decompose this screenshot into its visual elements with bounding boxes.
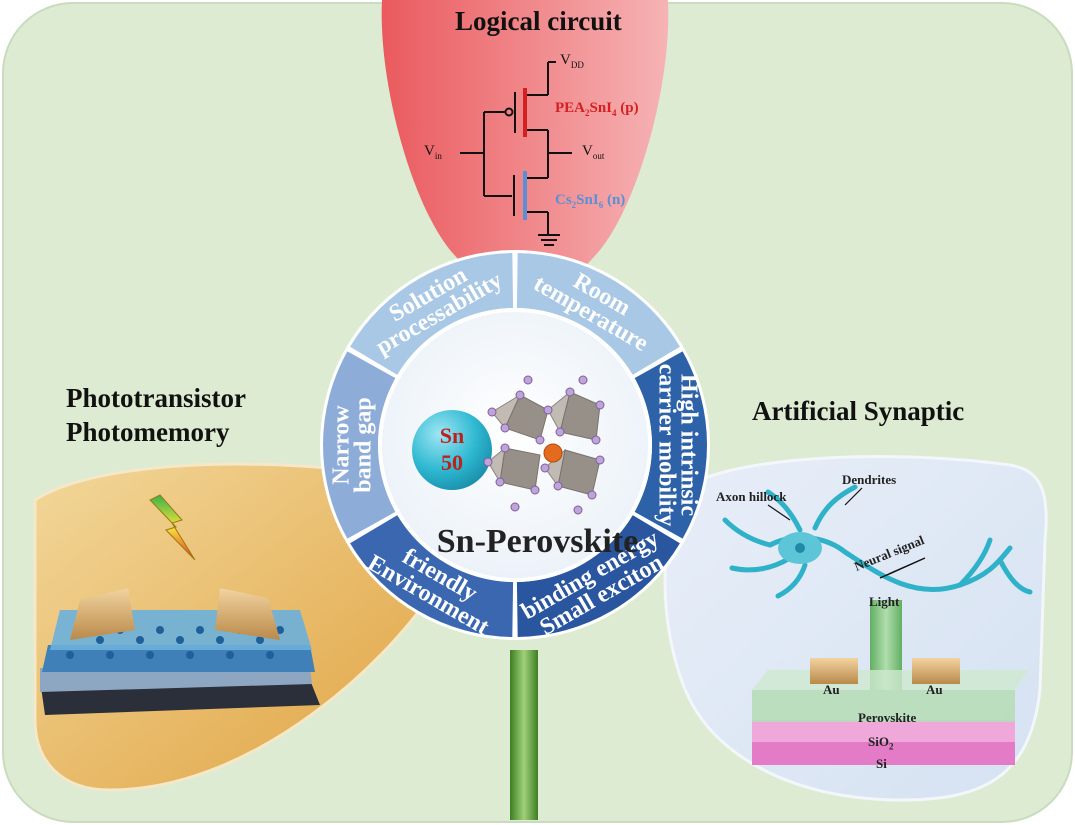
photo-petal-title-line2: Photomemory (66, 417, 230, 447)
sn-perovskite-title: Sn-Perovskite (436, 523, 639, 560)
layer-sio2-label: SiO2 (868, 734, 894, 752)
layer-perovskite-label: Perovskite (858, 710, 917, 725)
vout-label: Vout (582, 143, 605, 161)
photo-petal-title-line1: Phototransistor (66, 383, 246, 413)
light-bolt-icon (149, 494, 196, 561)
phototransistor-device (40, 494, 320, 715)
ring-segment (350, 253, 514, 375)
layer-si (752, 740, 1015, 765)
vdd-label: VDD (560, 52, 584, 70)
ring-segment (322, 351, 396, 539)
vin-label: Vin (424, 143, 442, 161)
logic-petal (381, 0, 669, 300)
dendrite-pointer (844, 487, 863, 506)
ring-segment-label: Narrow (329, 405, 355, 485)
axon-hillock-label: Axon hillock (716, 489, 787, 504)
stem (510, 650, 538, 820)
layer-si-label: Si (876, 756, 887, 771)
nmos-label: Cs2SnI6 (n) (555, 192, 626, 210)
element-number: 50 (441, 450, 463, 475)
electrode-right-label: Au (926, 682, 943, 697)
pmos-label: PEA2SnI4 (p) (555, 100, 639, 118)
electrode-left (70, 588, 135, 640)
logic-petal-title: Logical circuit (455, 6, 622, 36)
layer-sio2 (752, 720, 1015, 742)
cmos-inverter-circuit (460, 61, 572, 246)
perovskite-crystal (483, 375, 605, 515)
neuron-nucleus (795, 543, 805, 553)
signal-arrow (879, 557, 926, 579)
element-symbol: Sn (439, 423, 465, 448)
ring-segment (350, 515, 514, 637)
au-electrode-right (912, 658, 960, 684)
ring-segment (516, 515, 680, 637)
electrode-right (215, 588, 280, 640)
hillock-pointer (767, 504, 791, 521)
ring-segment-label: band gap (351, 397, 377, 492)
a-site-cation (543, 443, 563, 463)
synaptic-petal-title: Artificial Synaptic (752, 396, 965, 426)
dendrites-label: Dendrites (842, 472, 897, 487)
sn-element-ball (412, 410, 492, 490)
ring-segment-label: carrier mobility (653, 364, 679, 527)
ring-segment (516, 253, 680, 375)
ring-segment (634, 351, 708, 539)
ring-segment-label: High intrinsic (675, 374, 701, 516)
electrode-left-label: Au (823, 682, 840, 697)
au-electrode-left (810, 658, 858, 684)
synaptic-device (752, 600, 1028, 765)
layer-perovskite (752, 690, 1015, 722)
light-label: Light (869, 594, 900, 609)
